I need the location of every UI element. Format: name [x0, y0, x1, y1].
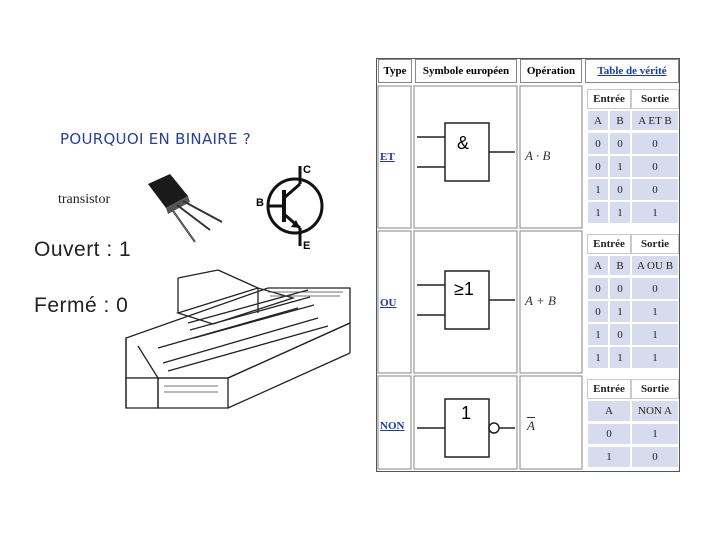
truth-table-cell: 0 [631, 178, 679, 201]
truth-table-group-header: Entrée [587, 379, 631, 399]
gate-name-not[interactable]: NON [380, 420, 405, 432]
truth-table-cell: 0 [587, 300, 609, 323]
truth-table-cell: 1 [609, 155, 631, 178]
truth-table-cell: 1 [587, 323, 609, 346]
base-label: B [256, 197, 264, 209]
slide-title: POURQUOI EN BINAIRE ? [60, 130, 252, 148]
truth-table-group-header: Entrée [587, 234, 631, 254]
and-gate-symbol-text: & [457, 133, 470, 153]
truth-table-cell: 0 [631, 132, 679, 155]
truth-table-cell: 1 [631, 346, 679, 369]
header-type: Type [378, 59, 412, 83]
or-gate-symbol-icon [417, 270, 515, 330]
operation-not: A [527, 418, 535, 433]
or-gate-symbol-text: ≥1 [454, 279, 474, 299]
truth-table-cell: 1 [609, 300, 631, 323]
truth-table-cell: 1 [587, 346, 609, 369]
transistor-symbol-diagram [266, 166, 324, 246]
truth-table-column-header: A [587, 255, 609, 276]
truth-table-cell: 1 [587, 178, 609, 201]
truth-table-column-header: A [587, 110, 609, 131]
relay-sketch-image [125, 269, 351, 409]
emitter-label: E [303, 240, 311, 252]
truth-table-cell: 1 [631, 323, 679, 346]
truth-table-column-header: A OU B [631, 255, 679, 276]
truth-table-cell: 0 [609, 132, 631, 155]
truth-table-column-header: B [609, 255, 631, 276]
truth-table-group-header: Entrée [587, 89, 631, 109]
closed-state-text: Fermé : 0 [34, 294, 129, 317]
truth-table-column-header: B [609, 110, 631, 131]
table-grid-lines [377, 85, 583, 470]
truth-table-cell: 0 [609, 323, 631, 346]
truth-table-cell: 0 [631, 446, 679, 468]
operation-or: A + B [525, 293, 556, 308]
transistor-label: transistor [58, 192, 111, 207]
gate-name-or[interactable]: OU [380, 297, 397, 309]
header-truth-table[interactable]: Table de vérité [585, 59, 679, 83]
transistor-component-icon [148, 174, 223, 243]
truth-table-cell: 1 [631, 201, 679, 224]
truth-table-cell: 1 [587, 201, 609, 224]
truth-table-cell: 1 [587, 446, 631, 468]
truth-table-cell: 0 [609, 178, 631, 201]
truth-table-column-header: A ET B [631, 110, 679, 131]
gate-name-and[interactable]: ET [380, 151, 395, 163]
not-gate-symbol-icon [417, 398, 515, 458]
truth-table-cell: 0 [631, 155, 679, 178]
truth-table-column-header: A [587, 400, 631, 422]
logic-gates-table: Type Symbole européen Opération Table de… [376, 58, 680, 472]
truth-table-cell: 1 [609, 201, 631, 224]
truth-table-cell: 1 [609, 346, 631, 369]
open-state-text: Ouvert : 1 [34, 238, 132, 261]
truth-table-group-header: Sortie [631, 234, 679, 254]
truth-table-cell: 0 [587, 132, 609, 155]
operation-and: A · B [525, 148, 551, 163]
truth-table-group-header: Sortie [631, 89, 679, 109]
header-operation: Opération [520, 59, 582, 83]
collector-label: C [303, 164, 311, 176]
truth-table-cell: 0 [587, 423, 631, 445]
truth-table-cell: 0 [587, 277, 609, 300]
truth-table-cell: 0 [631, 277, 679, 300]
truth-table-group-header: Sortie [631, 379, 679, 399]
header-symbol: Symbole européen [415, 59, 517, 83]
and-gate-symbol-icon [417, 122, 515, 182]
not-gate-symbol-text: 1 [461, 403, 472, 423]
truth-table-cell: 0 [587, 155, 609, 178]
truth-table-column-header: NON A [631, 400, 679, 422]
truth-table-cell: 1 [631, 423, 679, 445]
truth-table-cell: 1 [631, 300, 679, 323]
truth-table-cell: 0 [609, 277, 631, 300]
